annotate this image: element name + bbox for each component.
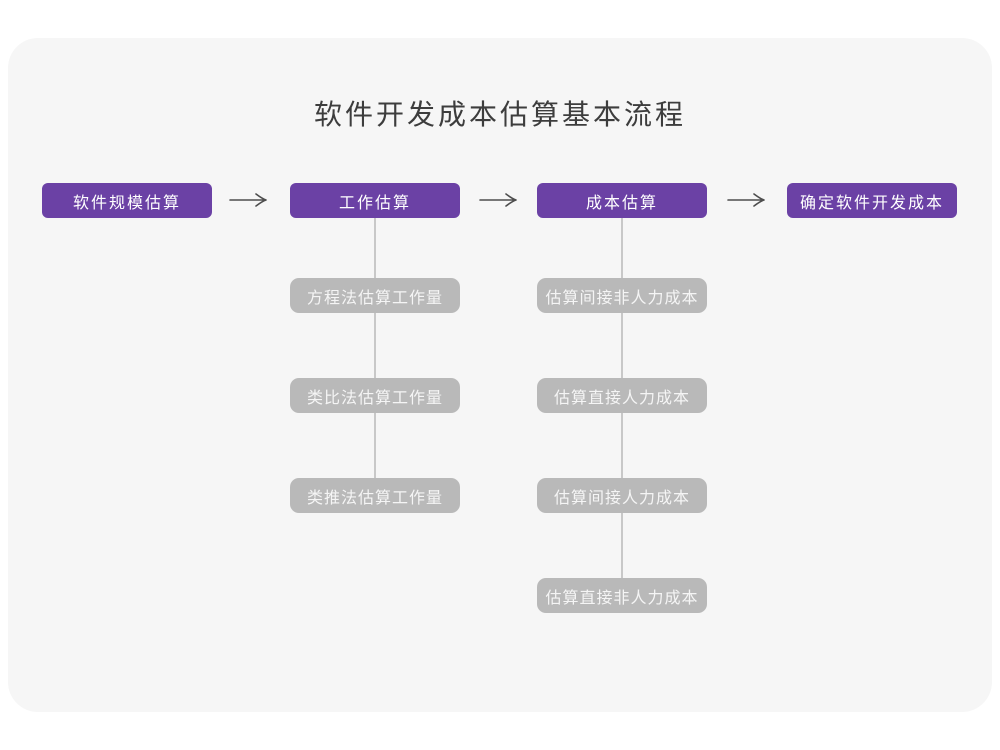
- node-extrapolation-method-effort: 类推法估算工作量: [290, 478, 460, 513]
- node-indirect-labor-cost: 估算间接人力成本: [537, 478, 707, 513]
- node-direct-labor-cost: 估算直接人力成本: [537, 378, 707, 413]
- node-analogy-method-effort: 类比法估算工作量: [290, 378, 460, 413]
- arrow-right-icon: [479, 193, 517, 207]
- node-software-scale-estimation: 软件规模估算: [42, 183, 212, 218]
- work-estimation-connector-line: [374, 218, 376, 498]
- node-cost-estimation: 成本估算: [537, 183, 707, 218]
- node-direct-non-labor-cost: 估算直接非人力成本: [537, 578, 707, 613]
- flowchart-canvas: 软件开发成本估算基本流程 软件规模估算 工作估算 成本估算 确定软件开发成本 方…: [8, 38, 992, 712]
- arrow-right-icon: [229, 193, 267, 207]
- node-determine-software-dev-cost: 确定软件开发成本: [787, 183, 957, 218]
- arrow-right-icon: [727, 193, 765, 207]
- node-equation-method-effort: 方程法估算工作量: [290, 278, 460, 313]
- node-indirect-non-labor-cost: 估算间接非人力成本: [537, 278, 707, 313]
- page-title: 软件开发成本估算基本流程: [313, 99, 686, 130]
- node-work-estimation: 工作估算: [290, 183, 460, 218]
